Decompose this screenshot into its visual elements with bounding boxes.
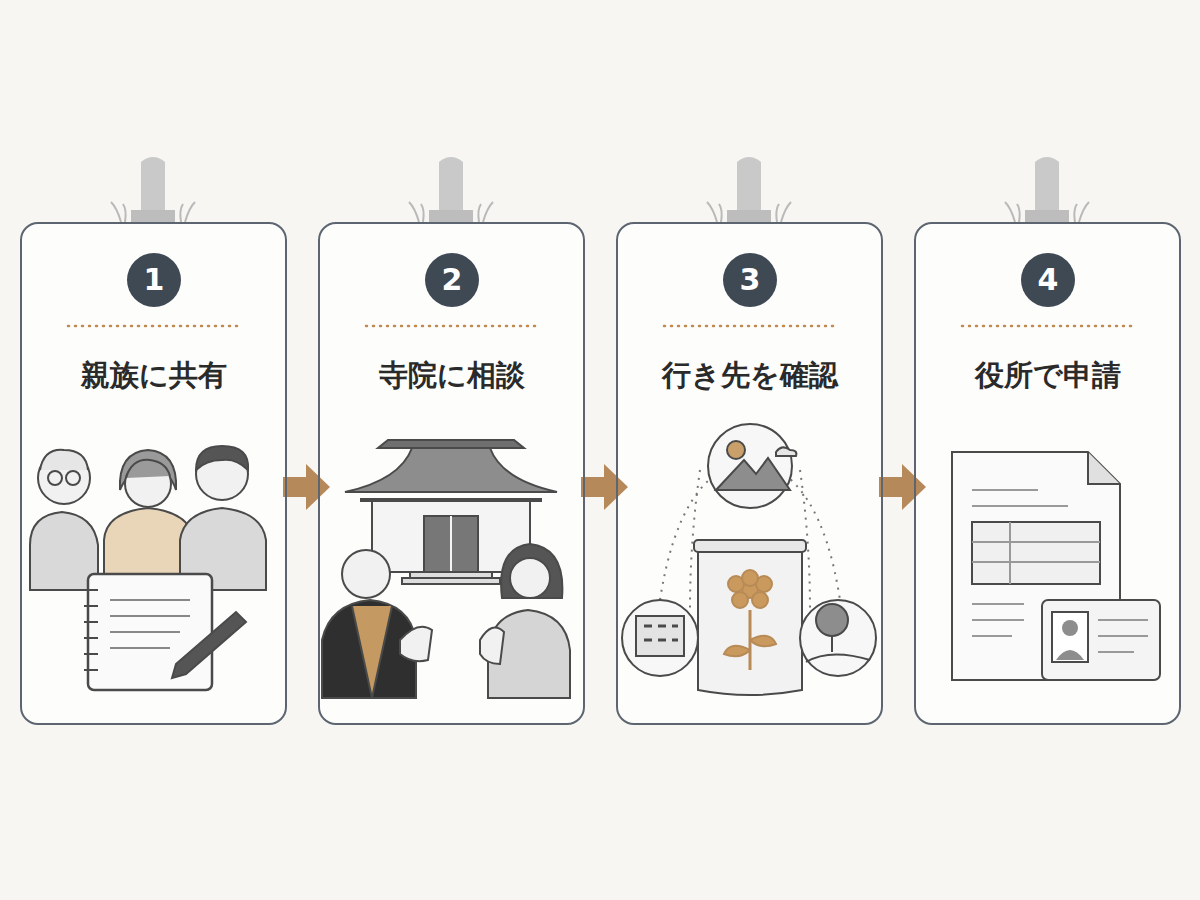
- arrow-shape: [283, 464, 330, 510]
- gravestone-icon: [111, 157, 1089, 222]
- step-card: 役所で申請 4: [914, 222, 1181, 725]
- step-title: 行き先を確認: [618, 358, 881, 393]
- step-card: 寺院に相談 2: [318, 222, 585, 725]
- step-number-circle: 4: [1021, 253, 1075, 307]
- step-arrow: [879, 464, 926, 510]
- temple-illustration: [322, 440, 570, 698]
- step-number: 3: [740, 265, 761, 295]
- arrow-shape: [879, 464, 926, 510]
- step-number-circle: 3: [723, 253, 777, 307]
- step-arrow: [581, 464, 628, 510]
- card-ground: [20, 222, 1181, 725]
- step-arrow: [283, 464, 330, 510]
- step-number-circle: 2: [425, 253, 479, 307]
- arrow-shape: [581, 464, 628, 510]
- family-illustration: [30, 446, 266, 690]
- step-title: 寺院に相談: [320, 358, 583, 393]
- urn-illustration: [622, 424, 876, 695]
- document-illustration: [952, 452, 1160, 680]
- step-title: 役所で申請: [916, 358, 1179, 393]
- dotted-rule: [68, 325, 1134, 328]
- step-title: 親族に共有: [22, 358, 285, 393]
- step-card: 行き先を確認 3: [616, 222, 883, 725]
- step-number: 4: [1038, 265, 1059, 295]
- step-number: 1: [144, 265, 165, 295]
- step-number: 2: [442, 265, 463, 295]
- step-card: 親族に共有 1: [20, 222, 287, 725]
- step-number-circle: 1: [127, 253, 181, 307]
